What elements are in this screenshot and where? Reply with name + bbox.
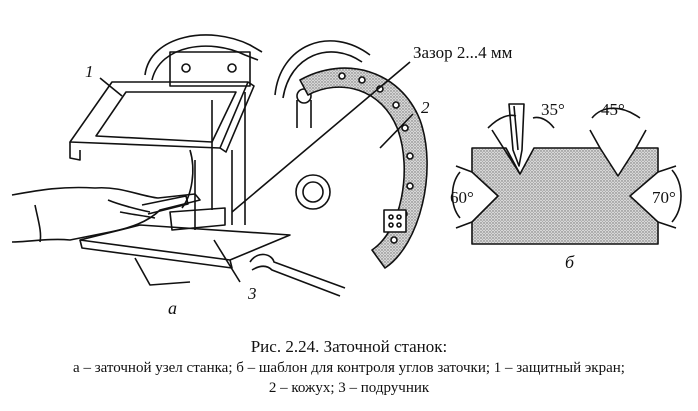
part-2-label: 2 bbox=[421, 98, 430, 117]
figure-drawing bbox=[11, 34, 682, 297]
part-1-label: 1 bbox=[85, 62, 94, 81]
gap-label: Зазор 2...4 мм bbox=[413, 43, 513, 62]
wheel-guard bbox=[299, 67, 428, 269]
figure-illustration: 1 2 3 а б Зазор 2...4 мм 35° 45° 60° 70° bbox=[11, 34, 682, 318]
hand-with-tool bbox=[11, 186, 201, 243]
panel-b-label: б bbox=[565, 252, 575, 272]
angle-35-label: 35° bbox=[541, 100, 565, 119]
caption-title: Рис. 2.24. Заточной станок: bbox=[250, 337, 448, 356]
caption-legend-line-1: а – заточной узел станка; б – шаблон для… bbox=[73, 360, 625, 376]
panel-a-label: а bbox=[168, 298, 177, 318]
angle-template-drawing bbox=[451, 103, 682, 245]
part-3-label: 3 bbox=[248, 284, 257, 303]
angle-45-label: 45° bbox=[601, 100, 625, 119]
angle-60-label: 60° bbox=[450, 188, 474, 207]
figure-caption: Рис. 2.24. Заточной станок: а – заточной… bbox=[0, 336, 698, 398]
protective-screen bbox=[69, 81, 255, 209]
angle-70-label: 70° bbox=[652, 188, 676, 207]
machine-drawing bbox=[11, 34, 428, 297]
caption-legend: а – заточной узел станка; б – шаблон для… bbox=[0, 358, 698, 398]
tool-rest bbox=[79, 207, 291, 286]
caption-legend-line-2: 2 – кожух; 3 – подручник bbox=[268, 380, 430, 396]
